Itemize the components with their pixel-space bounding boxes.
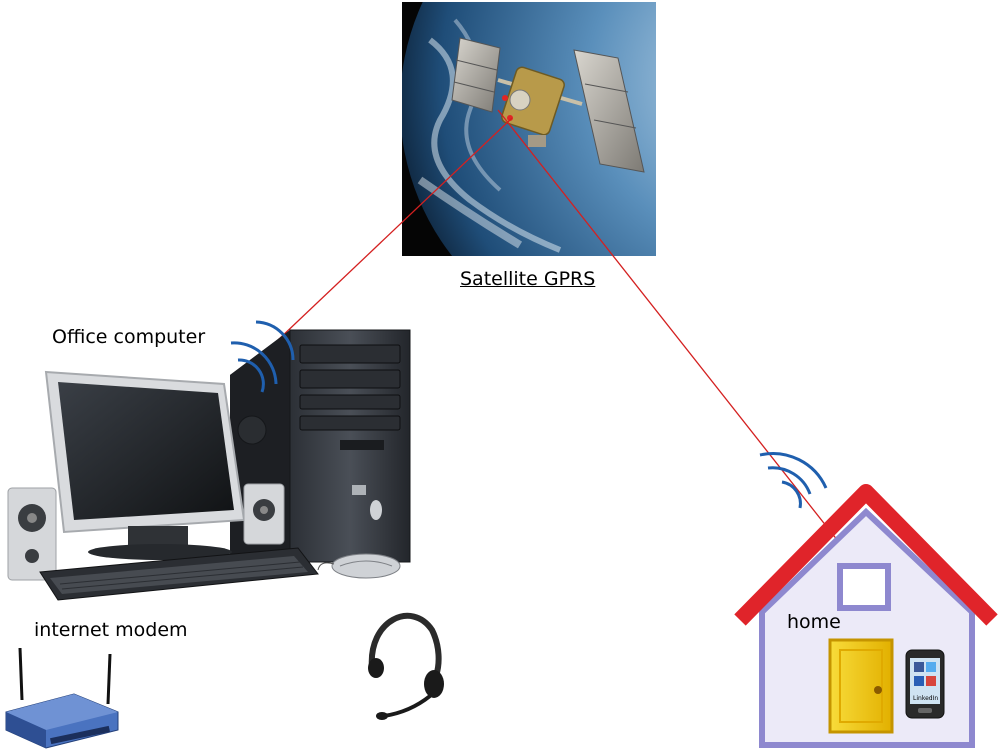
office-computer-label: Office computer	[52, 326, 205, 348]
satellite-label: Satellite GPRS	[460, 268, 595, 290]
house-window	[840, 566, 888, 608]
twitter-icon	[926, 662, 936, 672]
headset-icon	[368, 616, 444, 720]
home-wifi-waves-icon	[760, 454, 826, 508]
right-speaker-icon	[244, 484, 284, 544]
office-computer	[8, 322, 410, 600]
door-icon	[830, 640, 892, 732]
smartphone-icon: LinkedIn	[906, 650, 944, 718]
internet-modem-label: internet modem	[34, 619, 188, 641]
left-speaker-icon	[8, 488, 56, 580]
linkedin-app-label: LinkedIn	[913, 695, 938, 702]
facebook-icon	[914, 662, 924, 672]
home-label: home	[787, 611, 841, 633]
satellite-image	[400, 0, 890, 350]
router-icon	[6, 648, 118, 748]
monitor-icon	[46, 372, 244, 560]
home-house: LinkedIn	[740, 454, 992, 745]
